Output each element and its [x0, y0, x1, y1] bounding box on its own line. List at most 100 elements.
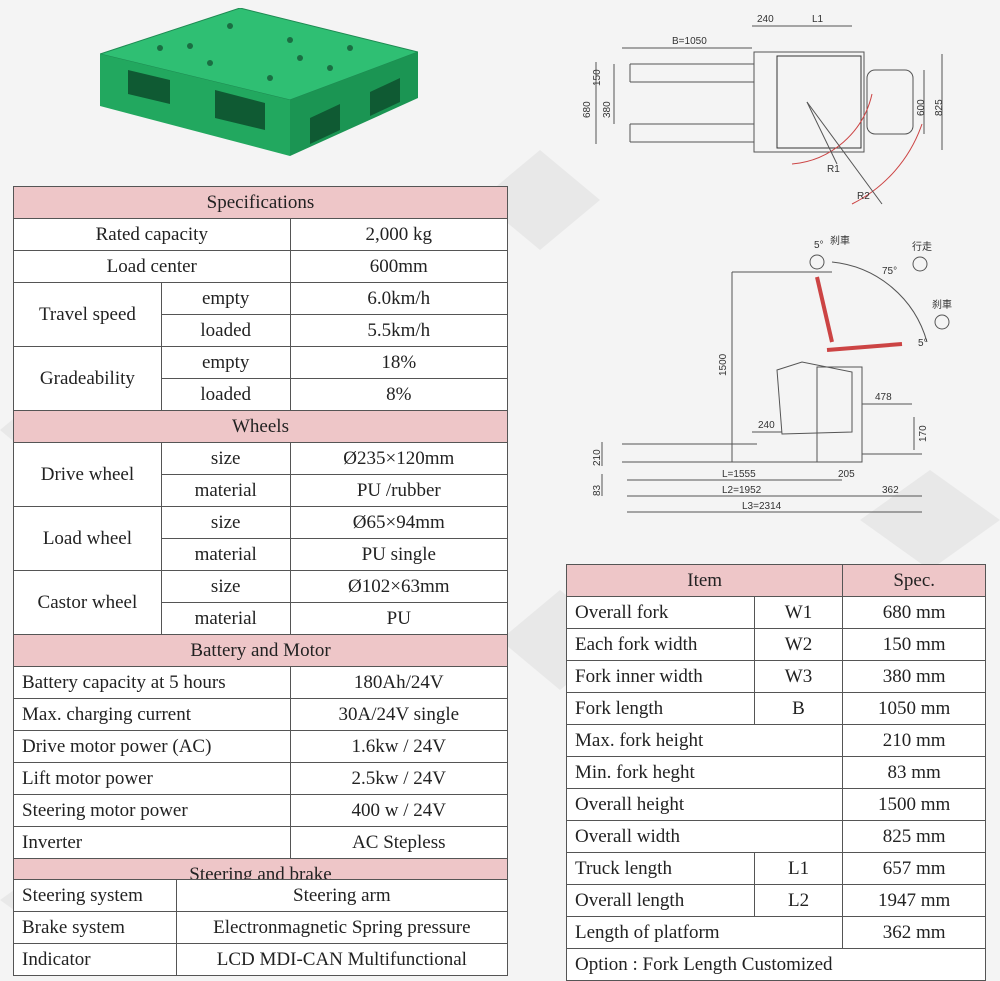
dim-240-label: 240	[757, 14, 774, 25]
dim-spec-value: 380 mm	[842, 660, 986, 693]
drive-wheel-size-label: size	[160, 442, 291, 475]
dim-item-label: Overall width	[565, 820, 844, 853]
dim-478-label: 478	[875, 392, 892, 403]
gradeability-label: Gradeability	[13, 346, 162, 411]
steering-motor-label: Steering motor power	[13, 794, 291, 827]
angle-5b-label: 5°	[918, 338, 928, 349]
dim-spec-value: 362 mm	[842, 916, 986, 949]
steering-system-label: Steering system	[13, 879, 177, 912]
angle-75-label: 75°	[882, 266, 897, 277]
dim-l1-label: L1	[812, 14, 824, 25]
specifications-table: Specifications Rated capacity 2,000 kg L…	[13, 186, 509, 891]
lift-motor-value: 2.5kw / 24V	[289, 762, 509, 795]
angle-5a-label: 5°	[814, 240, 824, 251]
dim-380-label: 380	[602, 101, 613, 118]
header-spec: Spec.	[842, 564, 986, 597]
drive-wheel-label: Drive wheel	[13, 442, 162, 507]
option-note: Option : Fork Length Customized	[566, 948, 986, 981]
dim-l3-label: L3=2314	[742, 501, 782, 512]
drive-motor-label: Drive motor power (AC)	[13, 730, 291, 763]
brake-system-value: Electronmagnetic Spring pressure	[175, 911, 509, 944]
load-wheel-material-label: material	[160, 538, 291, 571]
steering-motor-value: 400 w / 24V	[289, 794, 509, 827]
rated-capacity-label: Rated capacity	[13, 218, 291, 251]
gradeability-empty-value: 18%	[289, 346, 509, 379]
castor-wheel-label: Castor wheel	[13, 570, 162, 635]
max-charging-label: Max. charging current	[13, 698, 291, 731]
dim-item-label: Overall fork	[566, 596, 755, 629]
dim-spec-value: 1947 mm	[842, 884, 986, 917]
drive-wheel-size-value: Ø235×120mm	[289, 442, 509, 475]
dim-170-label: 170	[918, 425, 929, 442]
dim-item-label: Each fork width	[566, 628, 755, 661]
section-wheels: Wheels	[13, 410, 508, 443]
drive-wheel-material-value: PU /rubber	[289, 474, 509, 507]
section-battery-motor: Battery and Motor	[13, 634, 508, 667]
dim-spec-value: 1050 mm	[842, 692, 986, 725]
load-wheel-size-label: size	[160, 506, 291, 539]
dim-150-label: 150	[592, 69, 603, 86]
dim-item-label: Fork inner width	[566, 660, 755, 693]
travel-speed-loaded-value: 5.5km/h	[289, 314, 509, 347]
dim-code: W2	[753, 628, 844, 661]
castor-wheel-size-value: Ø102×63mm	[289, 570, 509, 603]
top-view-drawing: B=1050 240 L1 150 680 380 600 825 R1 R2	[582, 14, 945, 205]
dim-item-label: Truck length	[566, 852, 755, 885]
indicator-label: Indicator	[13, 943, 177, 976]
dim-code: L2	[753, 884, 844, 917]
load-center-label: Load center	[13, 250, 291, 283]
dim-item-label: Length of platform	[565, 916, 844, 949]
brake-top-label: 刹車	[830, 234, 850, 247]
dim-205-label: 205	[838, 469, 855, 480]
drive-wheel-material-label: material	[160, 474, 291, 507]
rated-capacity-value: 2,000 kg	[289, 218, 509, 251]
load-wheel-size-value: Ø65×94mm	[289, 506, 509, 539]
dim-code: L1	[753, 852, 844, 885]
dim-l-label: L=1555	[722, 469, 756, 480]
dim-spec-value: 1500 mm	[842, 788, 986, 821]
castor-wheel-material-value: PU	[289, 602, 509, 635]
brake-system-label: Brake system	[13, 911, 177, 944]
dim-item-label: Fork length	[566, 692, 755, 725]
dim-spec-value: 657 mm	[842, 852, 986, 885]
gradeability-loaded-value: 8%	[289, 378, 509, 411]
inverter-value: AC Stepless	[289, 826, 509, 859]
load-wheel-material-value: PU single	[289, 538, 509, 571]
travel-speed-label: Travel speed	[13, 282, 162, 347]
dim-code: B	[753, 692, 844, 725]
load-center-value: 600mm	[289, 250, 509, 283]
load-wheel-label: Load wheel	[13, 506, 162, 571]
dim-spec-value: 680 mm	[842, 596, 986, 629]
dim-825-label: 825	[934, 99, 945, 116]
dim-1500-label: 1500	[718, 353, 729, 376]
travel-speed-empty-value: 6.0km/h	[289, 282, 509, 315]
castor-wheel-material-label: material	[160, 602, 291, 635]
dim-item-label: Min. fork heght	[565, 756, 844, 789]
side-view-drawing: 1500 478 170 240 210 83 L=1555 205 L2=19…	[592, 234, 952, 513]
travel-speed-empty-label: empty	[160, 282, 291, 315]
dim-600-label: 600	[916, 99, 927, 116]
dim-code: W1	[753, 596, 844, 629]
pallet-image	[100, 8, 418, 156]
steering-system-value: Steering arm	[175, 879, 509, 912]
dim-code: W3	[753, 660, 844, 693]
lift-motor-label: Lift motor power	[13, 762, 291, 795]
indicator-value: LCD MDI-CAN Multifunctional	[175, 943, 509, 976]
header-item: Item	[565, 564, 844, 597]
dim-362-label: 362	[882, 485, 899, 496]
dim-210-label: 210	[592, 449, 603, 466]
section-specifications: Specifications	[13, 186, 508, 219]
max-charging-value: 30A/24V single	[289, 698, 509, 731]
dim-680-label: 680	[582, 101, 593, 118]
dim-spec-value: 825 mm	[842, 820, 986, 853]
dim-spec-value: 150 mm	[842, 628, 986, 661]
